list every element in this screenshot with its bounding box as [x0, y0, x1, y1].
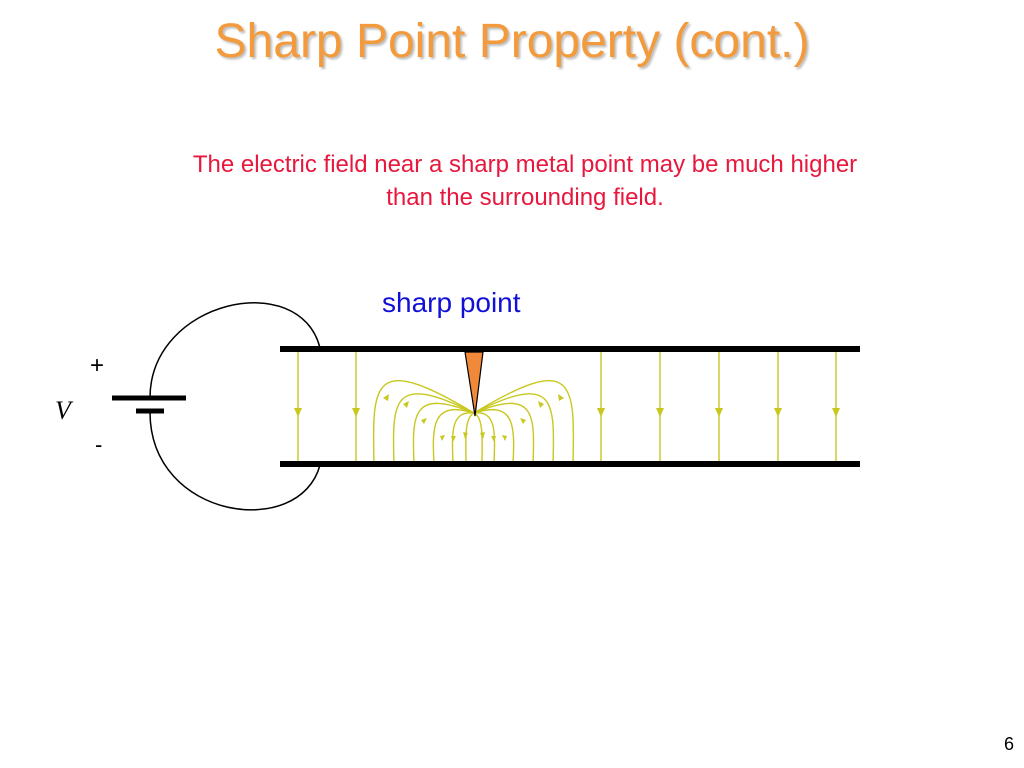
curved-field-line [473, 393, 555, 465]
field-arrow [832, 408, 840, 417]
curved-field-line [473, 402, 535, 465]
field-arrow [403, 401, 409, 408]
battery-negative-label: - [95, 432, 103, 457]
curved-field-line [432, 408, 475, 465]
battery-positive-label: + [90, 352, 105, 379]
circuit-wire [149, 302, 321, 399]
sharp-point-label: sharp point [382, 287, 521, 318]
curved-field-arrows [383, 394, 564, 442]
uniform-field-lines [294, 352, 840, 462]
field-arrow [520, 418, 526, 424]
curved-field-lines [372, 380, 575, 465]
curved-field-line [473, 408, 515, 465]
field-arrow [352, 408, 360, 417]
field-arrow [715, 408, 723, 417]
curved-field-line [392, 393, 475, 465]
curved-field-line [473, 412, 496, 465]
field-arrow [463, 432, 468, 439]
field-arrow [597, 408, 605, 417]
field-arrow [774, 408, 782, 417]
field-arrow [421, 418, 427, 424]
field-arrow [502, 435, 507, 441]
field-arrow [294, 408, 302, 417]
field-arrow [480, 432, 485, 439]
curved-field-line [372, 380, 475, 465]
curved-field-line [451, 412, 475, 465]
curved-field-line [465, 412, 475, 465]
curved-field-line [473, 380, 575, 465]
page-number: 6 [1003, 734, 1014, 754]
curved-field-line [412, 402, 475, 465]
field-arrow [538, 401, 544, 408]
slide-title: Sharp Point Property (cont.) [214, 15, 810, 68]
field-arrow [491, 436, 496, 442]
field-arrow [383, 394, 389, 401]
field-arrow [656, 408, 664, 417]
sharp-point [464, 351, 484, 417]
slide-caption: The electric field near a sharp metal po… [192, 151, 858, 211]
circuit-wire-lower [149, 411, 321, 511]
curved-field-line [473, 412, 483, 465]
field-arrow [440, 435, 445, 441]
field-arrow [558, 394, 564, 401]
field-arrow [451, 436, 456, 442]
voltage-label: V [55, 396, 71, 425]
